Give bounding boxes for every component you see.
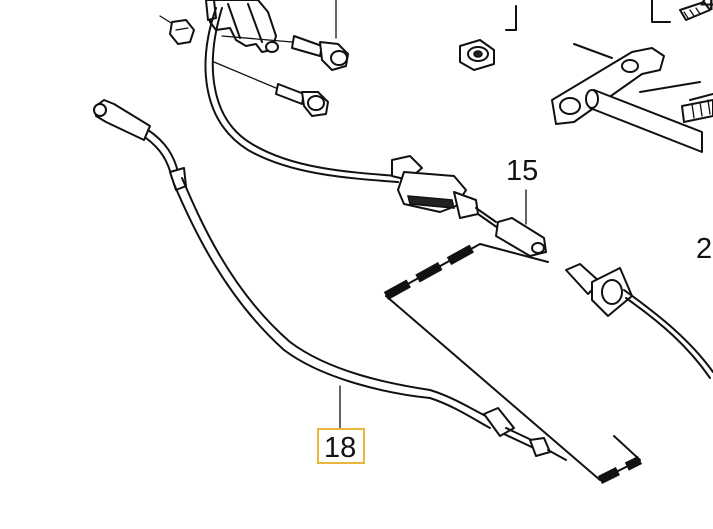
detail-frame — [383, 240, 643, 485]
callout-18: 18 — [317, 428, 365, 464]
upper-cable — [204, 7, 399, 183]
small-bolt-top-left — [159, 15, 195, 45]
callout-15: 15 — [506, 155, 538, 187]
spring-top-right: 4 — [651, 0, 713, 23]
bolt-upper — [221, 35, 349, 71]
cable-connector — [391, 155, 499, 229]
pedal-shaft-assembly — [551, 43, 713, 153]
label-4-partial: 4 — [700, 0, 713, 17]
cable-end-right — [565, 263, 713, 379]
label-2-partial: 2 — [696, 233, 712, 265]
bolt-middle — [213, 61, 329, 117]
callout-18-highlight-box — [317, 428, 365, 464]
part-15-pin: 15 — [495, 155, 547, 257]
callout-18-label: 18 — [324, 432, 356, 464]
part-18-cable — [93, 99, 567, 461]
bushing — [459, 39, 495, 71]
